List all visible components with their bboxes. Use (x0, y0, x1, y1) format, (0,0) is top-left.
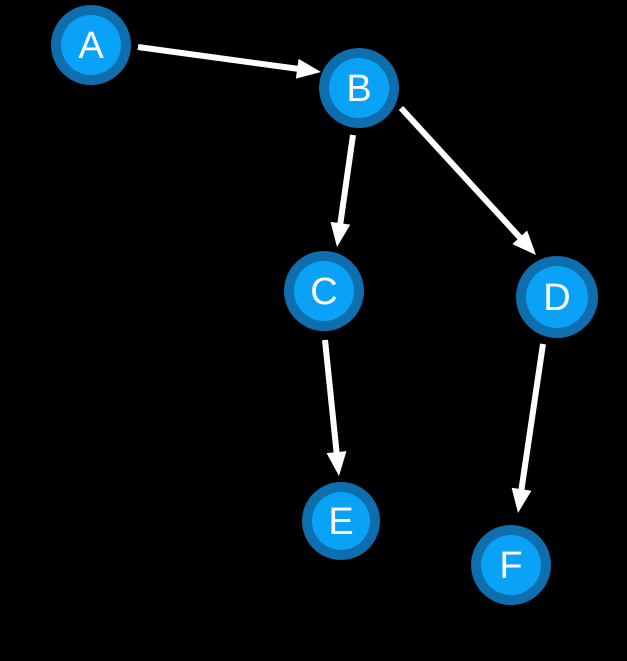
edge-arrowhead-icon (330, 221, 351, 247)
graph-node-e[interactable]: E (302, 482, 380, 560)
edges-layer (137, 44, 546, 513)
node-fill (294, 261, 354, 321)
graph-edge (137, 44, 321, 79)
node-fill (329, 58, 389, 118)
node-label: A (78, 25, 104, 67)
edge-arrowhead-icon (326, 451, 347, 476)
edge-line (337, 134, 356, 226)
graph-edge (398, 105, 536, 255)
graph-node-f[interactable]: F (471, 525, 551, 605)
graph-node-b[interactable]: B (319, 48, 399, 128)
graph-edge (511, 343, 546, 513)
edge-line (322, 339, 340, 455)
nodes-layer: A B C D E F (51, 5, 598, 605)
edge-arrowhead-icon (511, 487, 532, 513)
graph-edge (330, 134, 356, 247)
node-fill (312, 492, 370, 550)
edge-line (398, 105, 524, 241)
edge-line (137, 44, 300, 72)
node-fill (481, 535, 541, 595)
edge-arrowhead-icon (295, 58, 321, 79)
edge-arrowhead-icon (512, 230, 536, 255)
node-label: D (543, 277, 570, 319)
node-fill (61, 15, 121, 75)
node-label: F (499, 545, 522, 587)
graph-node-d[interactable]: D (516, 256, 598, 338)
graph-node-c[interactable]: C (284, 251, 364, 331)
node-label: B (346, 68, 371, 110)
node-label: E (328, 501, 353, 543)
node-fill (526, 266, 588, 328)
edge-line (518, 343, 546, 492)
node-label: C (310, 271, 337, 313)
graph-edge (322, 339, 347, 476)
graph-node-a[interactable]: A (51, 5, 131, 85)
